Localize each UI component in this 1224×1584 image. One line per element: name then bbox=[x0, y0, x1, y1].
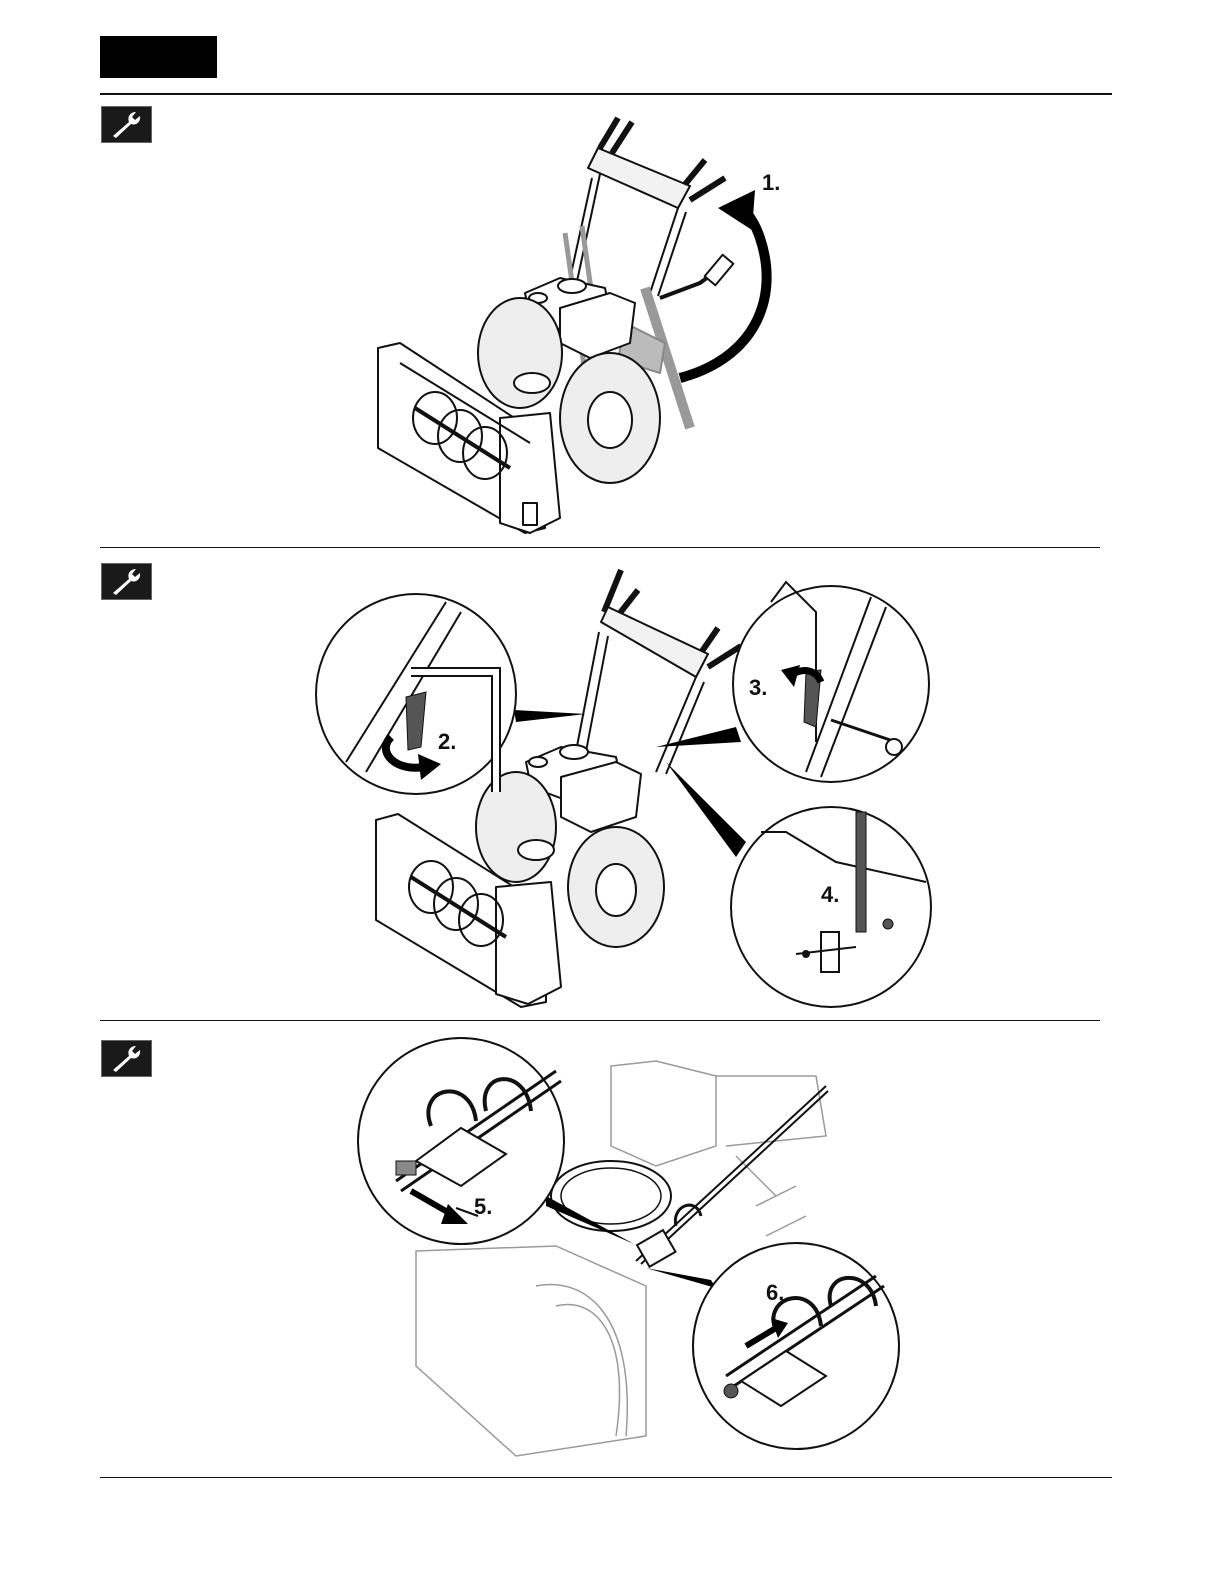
callout-insert-pin: 6. bbox=[693, 1243, 899, 1449]
step-6-label: 6. bbox=[766, 1280, 784, 1305]
step-4-label: 4. bbox=[821, 882, 839, 907]
wrench-icon bbox=[101, 1040, 152, 1077]
step-1-label: 1. bbox=[762, 170, 780, 195]
section-divider-1 bbox=[100, 547, 1100, 548]
chute-crank-diagram: 5. 6. bbox=[356, 1036, 916, 1456]
snowblower-diagram-2: 2. 3. 4. bbox=[316, 562, 936, 1012]
callout-lever-lock: 2. bbox=[316, 594, 516, 794]
step-3-label: 3. bbox=[749, 675, 767, 700]
section-tab bbox=[100, 36, 217, 78]
step-5-label: 5. bbox=[474, 1194, 492, 1219]
callout-remove-pin: 5. bbox=[358, 1038, 564, 1244]
step-2-label: 2. bbox=[438, 729, 456, 754]
wrench-icon bbox=[101, 106, 152, 143]
wrench-icon bbox=[101, 563, 152, 600]
top-divider bbox=[100, 93, 1112, 95]
callout-lever-rotate: 3. bbox=[733, 582, 929, 782]
section-divider-2 bbox=[100, 1020, 1100, 1021]
callout-bracket-bolt: 4. bbox=[731, 807, 931, 1007]
snowblower-diagram-1: 1. bbox=[360, 108, 800, 538]
bottom-divider bbox=[100, 1477, 1112, 1478]
